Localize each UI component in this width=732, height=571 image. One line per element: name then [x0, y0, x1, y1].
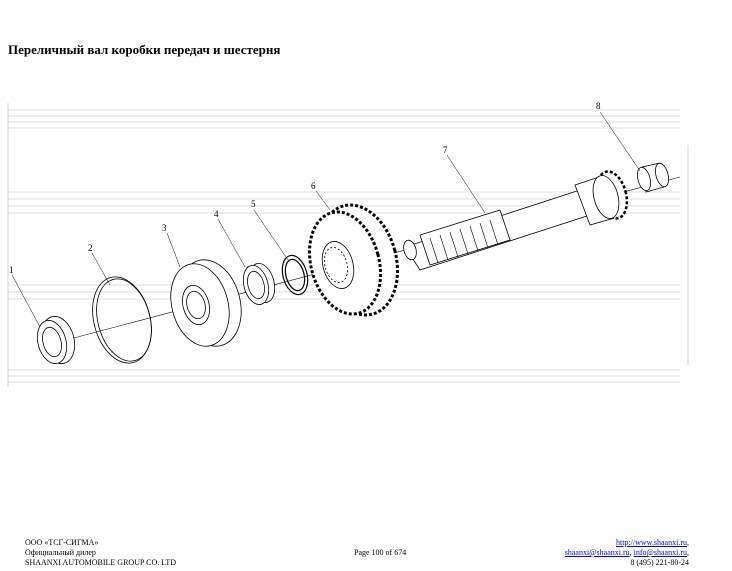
part-4-spacer [242, 263, 276, 305]
footer-company-block: ООО «ТСГ-СИГМА» Официальный дилер SHAANX… [25, 538, 176, 568]
leader-lines [11, 111, 641, 328]
part-3-bearing [170, 259, 242, 347]
page-title: Переличный вал коробки передач и шестерн… [8, 42, 281, 57]
email-suffix: , [687, 548, 689, 557]
website-link[interactable]: http://www.shaanxi.ru [615, 538, 687, 547]
callout-3: 3 [162, 223, 167, 233]
page-number: Page 100 of 674 [354, 548, 407, 557]
part-7-countershaft [403, 170, 629, 271]
email-separator: , [629, 548, 634, 557]
email-link-2[interactable]: info@shaanxi.ru [633, 548, 687, 557]
callout-8: 8 [596, 101, 601, 111]
part-8-bearing-sleeve [637, 162, 669, 193]
callout-5: 5 [251, 199, 256, 209]
exploded-parts-diagram: 1 2 3 4 5 6 7 8 [7, 101, 689, 387]
callout-labels: 1 2 3 4 5 6 7 8 [9, 101, 601, 275]
ruled-lines [7, 103, 689, 387]
part-2-snap-ring [92, 276, 152, 364]
footer-contacts: http://www.shaanxi.ru, shaanxi@shaanxi.r… [565, 538, 689, 568]
phone-number: 8 (495) 221-80-24 [630, 558, 689, 567]
email-link-1[interactable]: shaanxi@shaanxi.ru [564, 548, 630, 557]
manufacturer-name: SHAANXI AUTOMOBILE GROUP CO. LTD [25, 558, 177, 567]
company-name: ООО «ТСГ-СИГМА» [25, 538, 99, 547]
callout-7: 7 [443, 145, 448, 155]
dealer-label: Официальный дилер [25, 548, 96, 557]
callout-2: 2 [88, 243, 93, 253]
website-suffix: , [687, 538, 689, 547]
part-6-gear [308, 203, 399, 317]
callout-6: 6 [311, 181, 316, 191]
callout-1: 1 [9, 265, 14, 275]
part-5-retaining-ring [281, 254, 309, 296]
part-1-bearing-race [36, 316, 76, 364]
callout-4: 4 [214, 209, 219, 219]
